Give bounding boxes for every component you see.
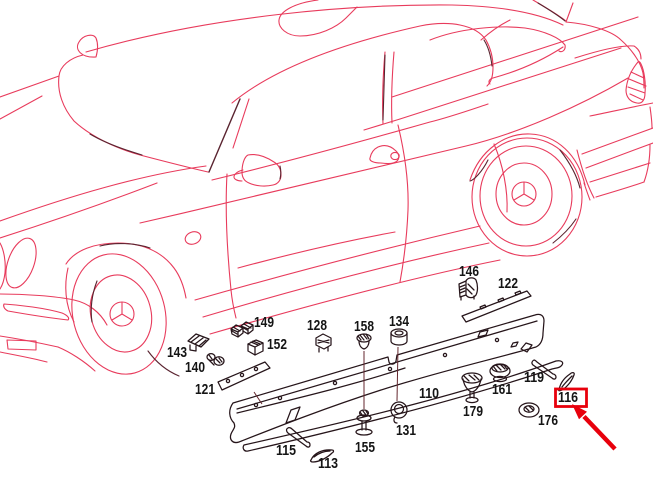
- svg-text:158: 158: [354, 318, 374, 335]
- svg-text:128: 128: [307, 317, 327, 334]
- svg-text:110: 110: [419, 385, 439, 402]
- svg-text:176: 176: [538, 412, 558, 429]
- svg-text:146: 146: [459, 263, 479, 280]
- svg-text:152: 152: [267, 336, 287, 353]
- svg-text:131: 131: [396, 422, 416, 439]
- svg-text:134: 134: [389, 313, 410, 330]
- svg-text:115: 115: [276, 442, 296, 459]
- svg-text:119: 119: [524, 369, 544, 386]
- svg-text:179: 179: [463, 403, 483, 420]
- svg-text:155: 155: [355, 439, 375, 456]
- svg-text:116: 116: [558, 389, 578, 406]
- svg-text:121: 121: [195, 381, 215, 398]
- svg-text:140: 140: [185, 359, 205, 376]
- svg-text:149: 149: [254, 314, 274, 331]
- svg-text:161: 161: [492, 381, 512, 398]
- svg-text:122: 122: [498, 275, 518, 292]
- svg-text:143: 143: [167, 344, 187, 361]
- svg-text:113: 113: [318, 455, 338, 472]
